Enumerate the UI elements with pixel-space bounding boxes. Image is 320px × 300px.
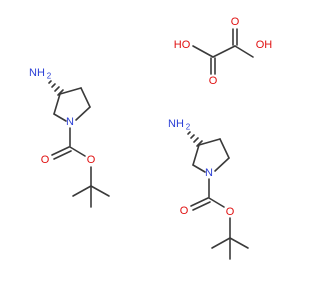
mol1-c-o-ester-bond — [69, 146, 86, 157]
mol2-ring-n-label: N — [205, 167, 213, 179]
ring1-bond-c4-c5 — [80, 87, 91, 108]
mol2-carbonyl-o-label: O — [180, 205, 189, 217]
ring2-bond-c4-c5 — [219, 138, 230, 159]
oxalic-acid: HO OH O O — [174, 16, 273, 87]
mol2-ester-o-label: O — [226, 206, 235, 218]
structure-svg: HO OH O O NH 2 N O — [29, 16, 273, 260]
mol1-methyl-right — [90, 185, 110, 197]
mol2-nh-subscript: 2 — [186, 123, 191, 132]
mol1-co-double-b — [53, 150, 72, 160]
ring1-bond-n-c2 — [53, 113, 67, 122]
mol1-ester-o-label: O — [87, 154, 96, 166]
mol2-methyl-left — [211, 237, 231, 249]
ring1-bond-c2-c3 — [53, 93, 61, 115]
mol2-c-o-ester-bond — [208, 197, 225, 208]
mol1-co-double-a — [51, 146, 70, 156]
mol2-co-double-a — [190, 197, 209, 207]
chemical-structure-canvas: HO OH O O NH 2 N O — [29, 16, 273, 260]
oxalic-oh-bond — [234, 45, 254, 58]
boc-aminopyrrolidine-2: NH 2 N O O — [168, 118, 249, 260]
ring1-bond-c5-n — [75, 106, 91, 121]
ring2-bond-n-c2 — [192, 164, 206, 173]
mol1-nh-subscript: 2 — [47, 72, 52, 81]
stereo-hash-bond-1 — [48, 80, 64, 96]
stereo-hash-bond-2 — [187, 131, 203, 147]
oxalic-oh-label: OH — [256, 39, 273, 51]
ring2-bond-c5-n — [214, 157, 230, 172]
mol1-methyl-left — [72, 185, 92, 197]
oxalic-o-upper-label: O — [231, 16, 240, 28]
boc-aminopyrrolidine-1: NH 2 N O O — [29, 67, 110, 208]
mol2-co-double-b — [192, 201, 211, 211]
ring2-bond-c2-c3 — [192, 144, 200, 166]
mol1-ring-n-label: N — [66, 116, 74, 128]
mol1-carbonyl-o-label: O — [41, 154, 50, 166]
mol2-methyl-right — [229, 237, 249, 249]
mol2-nh-label: NH — [168, 118, 184, 130]
ring1-bond-c3-c4 — [59, 87, 82, 95]
oxalic-cc-bond — [212, 45, 236, 58]
ring2-bond-c3-c4 — [198, 138, 221, 146]
oxalic-ho-bond — [192, 45, 214, 58]
mol1-nh-label: NH — [29, 67, 45, 79]
oxalic-o-lower-label: O — [209, 75, 218, 87]
oxalic-ho-label: HO — [174, 39, 191, 51]
